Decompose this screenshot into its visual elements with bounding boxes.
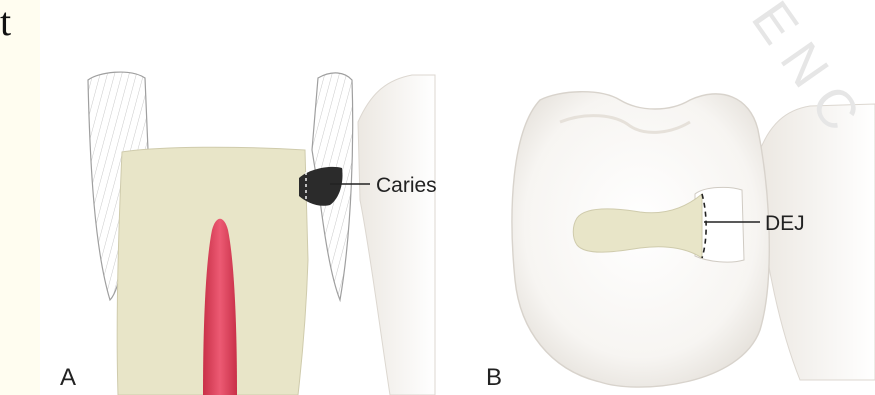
dej-label: DEJ (765, 213, 805, 234)
panel-b-letter: B (486, 366, 502, 390)
left-margin-strip (0, 0, 40, 395)
stray-text-fragment: t (0, 2, 11, 42)
tooth-illustration (40, 0, 875, 395)
panel-a-drawing (88, 72, 435, 395)
dental-figure: Caries DEJ A B ENC (40, 0, 875, 395)
adjacent-tooth-a (358, 75, 435, 395)
adjacent-tooth-b (760, 104, 875, 380)
panel-a-letter: A (60, 366, 76, 390)
caries-label: Caries (376, 175, 437, 196)
